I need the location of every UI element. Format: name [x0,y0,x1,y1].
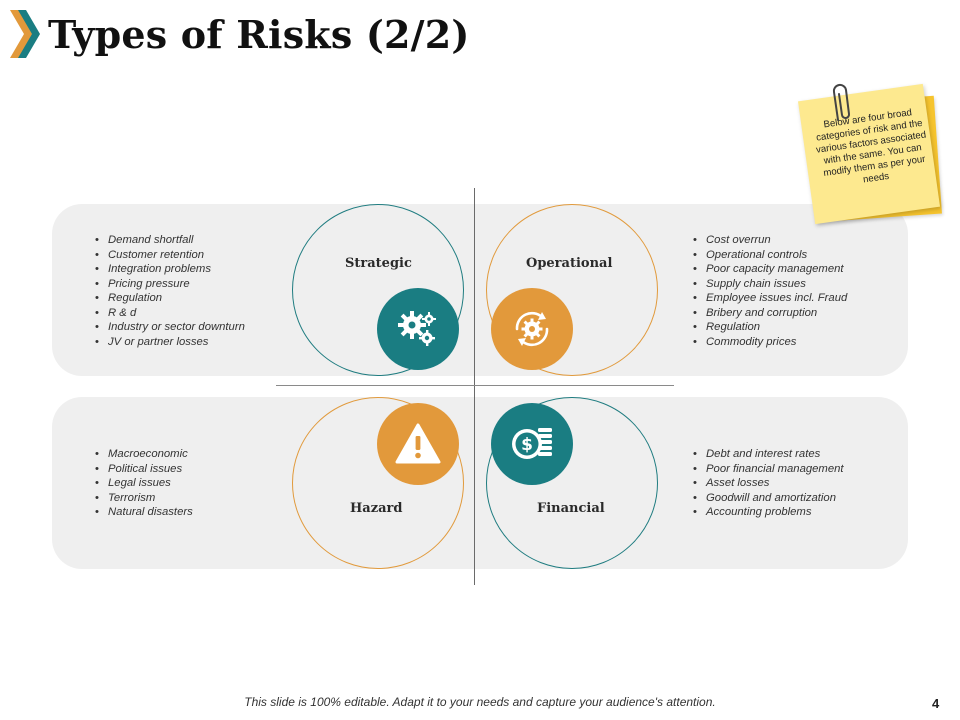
strategic-list-item: Customer retention [93,248,245,263]
strategic-list-item: Regulation [93,291,245,306]
operational-label: Operational [526,256,613,271]
operational-badge [491,288,573,370]
operational-list-item: Bribery and corruption [691,306,847,321]
strategic-list-item: Integration problems [93,262,245,277]
strategic-list-item: Pricing pressure [93,277,245,292]
chevron-icon [10,10,40,58]
page-title: Types of Risks (2/2) [48,12,470,57]
svg-text:$: $ [521,435,533,455]
hazard-circle [292,397,464,569]
strategic-label: Strategic [345,256,412,271]
warning-icon [395,423,441,464]
vertical-divider [474,188,475,585]
cycle-gear-icon [515,311,549,347]
operational-list-item: Poor capacity management [691,262,847,277]
page-number: 4 [932,696,940,711]
paperclip-icon [832,83,850,121]
strategic-list-item: JV or partner losses [93,335,245,350]
operational-list-item: Commodity prices [691,335,847,350]
financial-list-item: Asset losses [691,476,844,491]
financial-list-item: Debt and interest rates [691,447,844,462]
strategic-list-item: Industry or sector downturn [93,320,245,335]
operational-list-item: Operational controls [691,248,847,263]
strategic-badge [377,288,459,370]
strategic-list-item: Demand shortfall [93,233,245,248]
financial-list: Debt and interest ratesPoor financial ma… [691,447,844,520]
horizontal-divider [276,385,674,386]
financial-badge: $ [491,403,573,485]
gears-icon [398,311,436,346]
financial-circle [486,397,658,569]
financial-label: Financial [537,501,605,516]
hazard-label: Hazard [350,501,403,516]
financial-list-item: Goodwill and amortization [691,491,844,506]
financial-list-item: Poor financial management [691,462,844,477]
dollar-coins-icon: $ [512,428,552,459]
strategic-list: Demand shortfallCustomer retentionIntegr… [93,233,245,349]
hazard-list-item: Terrorism [93,491,193,506]
operational-list-item: Regulation [691,320,847,335]
operational-list-item: Supply chain issues [691,277,847,292]
strategic-circle [292,204,464,376]
hazard-list: MacroeconomicPolitical issuesLegal issue… [93,447,193,520]
operational-list-item: Employee issues incl. Fraud [691,291,847,306]
operational-list: Cost overrunOperational controlsPoor cap… [691,233,847,349]
hazard-list-item: Natural disasters [93,505,193,520]
operational-circle [486,204,658,376]
financial-list-item: Accounting problems [691,505,844,520]
hazard-badge [377,403,459,485]
hazard-list-item: Legal issues [93,476,193,491]
operational-list-item: Cost overrun [691,233,847,248]
hazard-list-item: Political issues [93,462,193,477]
footer-text: This slide is 100% editable. Adapt it to… [244,695,716,709]
strategic-list-item: R & d [93,306,245,321]
hazard-list-item: Macroeconomic [93,447,193,462]
